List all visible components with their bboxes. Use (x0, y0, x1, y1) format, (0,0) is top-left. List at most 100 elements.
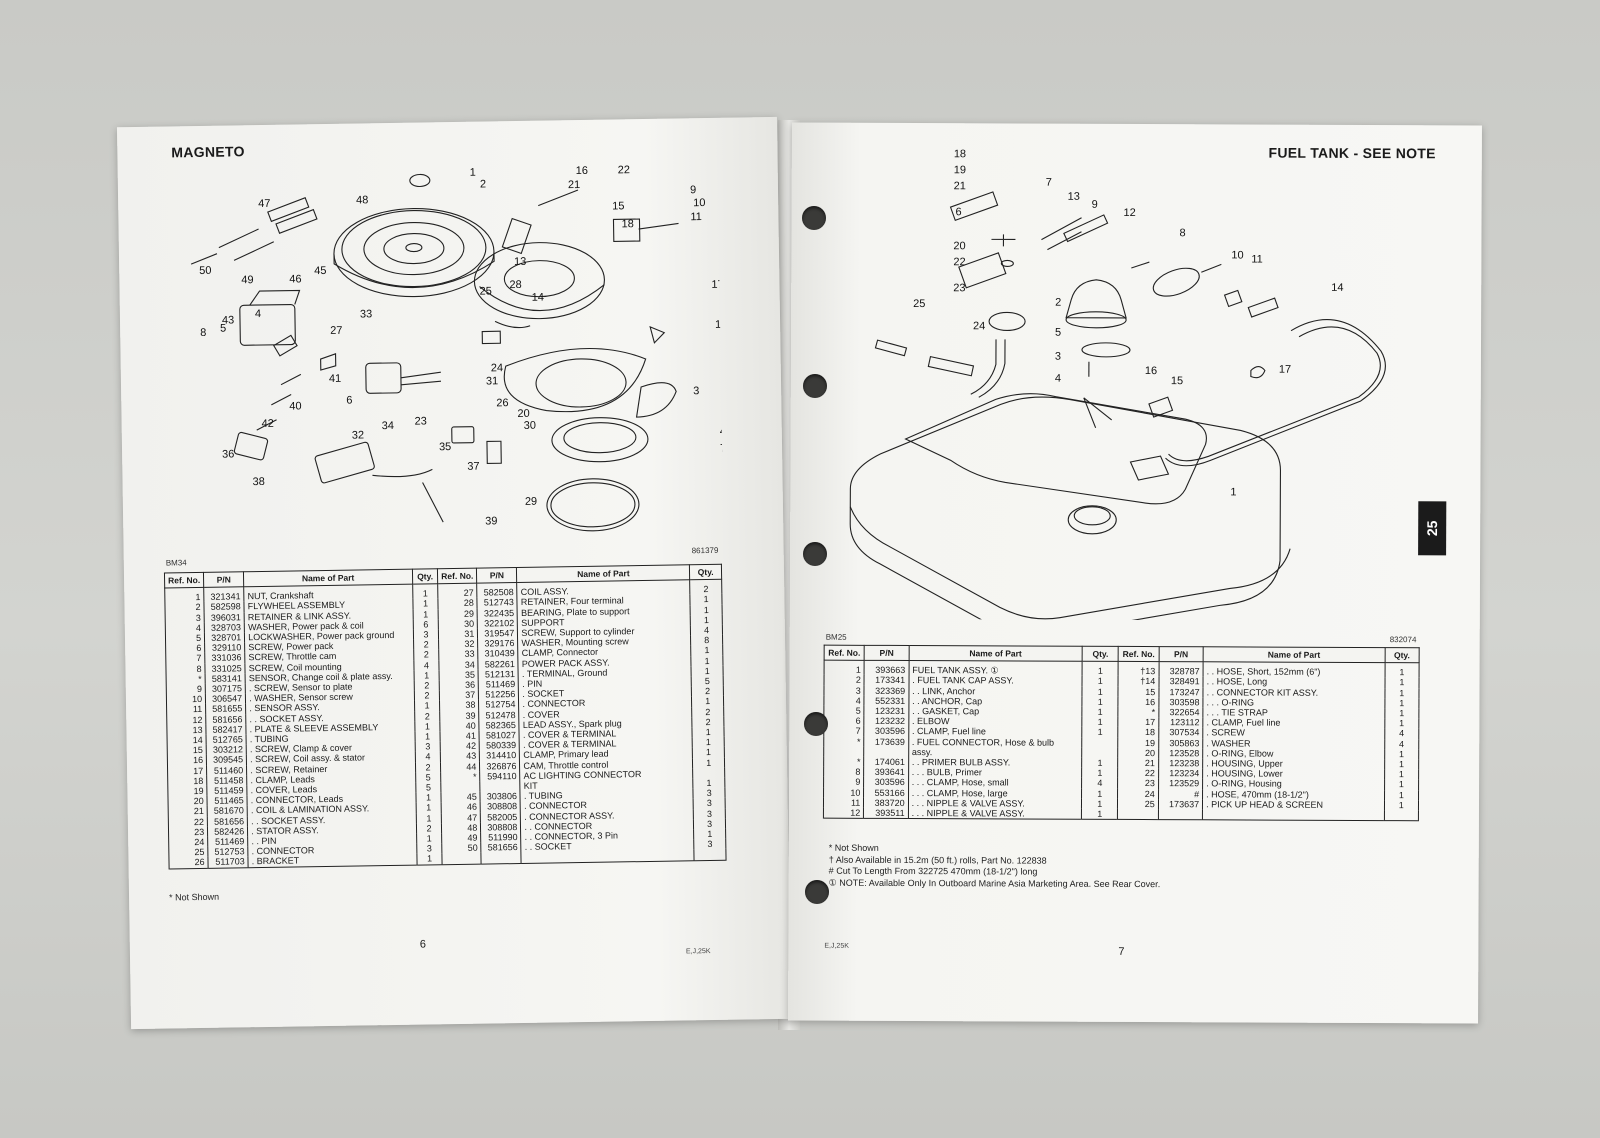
cell-ref: 14 (167, 734, 207, 746)
cell-ref: 23 (1117, 778, 1159, 789)
cell-name: . . HOSE, Short, 152mm (6") (1203, 662, 1385, 678)
cell-ref (1117, 808, 1159, 820)
svg-text:5: 5 (1055, 327, 1061, 339)
cell-name: . . GASKET, Cap (908, 706, 1083, 717)
cell-qty: 1 (1081, 798, 1118, 809)
cell-pn: 582261 (478, 658, 519, 670)
cell-ref (442, 853, 482, 865)
cell-pn: 328701 (204, 632, 245, 644)
cell-pn: 174061 (863, 756, 909, 768)
cell-ref: †13 (1118, 661, 1159, 677)
cell-name: . CLAMP, Fuel line (908, 726, 1082, 738)
cell-qty: 1 (415, 792, 442, 804)
cell-pn: 331036 (204, 652, 246, 664)
cell-ref: 3 (823, 685, 865, 696)
cell-qty: 1 (691, 655, 723, 667)
cell-ref: 23 (168, 826, 208, 838)
svg-text:43: 43 (222, 314, 234, 326)
svg-text:21: 21 (954, 180, 966, 192)
cell-ref: 28 (438, 598, 478, 609)
cell-pn: 314410 (479, 750, 520, 762)
cell-ref: 42 (440, 740, 480, 752)
cell-qty: 1 (1384, 708, 1419, 719)
svg-text:9: 9 (690, 184, 696, 196)
cell-qty: 1 (690, 604, 723, 616)
cell-ref: 5 (823, 705, 865, 717)
svg-text:19: 19 (715, 319, 724, 331)
cell-ref: 33 (438, 649, 479, 660)
cell-qty: 1 (416, 853, 443, 865)
cell-qty (692, 767, 725, 779)
svg-text:17: 17 (711, 279, 723, 291)
svg-text:13: 13 (514, 256, 526, 268)
cell-ref: 40 (440, 720, 480, 732)
page-number: 7 (1118, 945, 1125, 958)
cell-name: . . . NIPPLE & VALVE ASSY. (908, 797, 1082, 809)
cell-qty: 1 (416, 802, 442, 814)
svg-text:33: 33 (360, 308, 372, 320)
svg-text:22: 22 (953, 256, 965, 268)
cell-pn: 323369 (864, 685, 909, 696)
right-page: FUEL TANK - SEE NOTE (788, 122, 1482, 1024)
cell-qty: 1 (1082, 706, 1119, 718)
cell-name: . . CONNECTOR KIT ASSY. (1203, 686, 1385, 698)
note-line: * Not Shown (828, 842, 879, 853)
table-notes: * Not Shown† Also Available in 15.2m (50… (829, 843, 1161, 890)
cell-pn: 310439 (478, 648, 519, 660)
cell-pn: 512765 (206, 734, 247, 746)
cell-qty: 1 (1384, 759, 1419, 770)
svg-text:18: 18 (954, 148, 966, 160)
svg-text:2: 2 (480, 178, 486, 190)
cell-ref: 41 (440, 730, 480, 742)
svg-text:5: 5 (220, 323, 226, 335)
cell-pn: 328491 (1158, 676, 1204, 687)
cell-pn: 582598 (204, 601, 245, 613)
cell-pn: 393511 (863, 807, 909, 819)
cell-pn: 383720 (863, 797, 909, 809)
cell-pn: 321341 (203, 587, 245, 603)
svg-text:27: 27 (330, 325, 342, 337)
cell-qty: 3 (693, 818, 726, 830)
cell-name: . . PRIMER BULB ASSY. (908, 757, 1082, 769)
cell-ref: 18 (1118, 727, 1159, 738)
cell-pn: 123238 (1158, 758, 1203, 769)
cell-ref: 9 (823, 777, 864, 788)
section-tab: 25 (1418, 501, 1447, 556)
cell-name (521, 849, 695, 864)
binder-hole (804, 712, 828, 736)
svg-text:14: 14 (1331, 282, 1343, 294)
cell-pn: 303596 (863, 777, 909, 788)
cell-pn: 329110 (204, 642, 245, 654)
cell-pn: 393641 (863, 767, 909, 778)
svg-text:47: 47 (258, 198, 270, 210)
cell-qty: 3 (693, 808, 726, 820)
cell-qty: 1 (692, 737, 725, 748)
cell-qty: 1 (412, 583, 439, 600)
cell-ref: 31 (438, 628, 478, 640)
cell-name: . PICK UP HEAD & SCREEN (1202, 799, 1385, 811)
note-line: # Cut To Length From 322725 470mm (18-1/… (828, 865, 1038, 877)
cell-pn: 303596 (864, 726, 909, 737)
svg-text:46: 46 (289, 273, 301, 285)
cell-qty: 1 (1081, 808, 1118, 820)
svg-text:3: 3 (693, 385, 699, 397)
cell-pn: 173637 (1158, 798, 1203, 810)
cell-ref: 15 (1118, 686, 1159, 697)
cell-pn: 303598 (1158, 696, 1204, 708)
cell-qty: 1 (412, 598, 439, 610)
cell-qty: 1 (1384, 697, 1419, 709)
cell-pn: 511465 (207, 795, 248, 807)
cell-qty: 1 (414, 721, 441, 732)
cell-qty: 1 (1081, 788, 1118, 799)
binder-hole (803, 542, 827, 566)
cell-ref: 39 (439, 710, 480, 722)
footer-code: E,J,25K (824, 942, 849, 950)
cell-ref: 6 (165, 643, 205, 654)
footnote: * Not Shown (168, 891, 220, 903)
cell-pn: 581670 (207, 805, 248, 817)
svg-text:18: 18 (621, 218, 633, 230)
svg-text:15: 15 (612, 200, 624, 212)
cell-ref: 27 (437, 583, 478, 599)
